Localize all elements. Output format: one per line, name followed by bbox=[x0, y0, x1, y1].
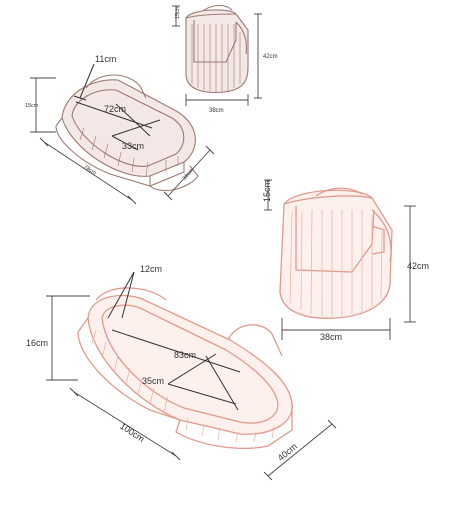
large-bag-depth-label: 15cm bbox=[262, 180, 272, 202]
large-bed-inner-width-label: 35cm bbox=[142, 376, 164, 386]
large-bed-length-label: 100cm bbox=[118, 421, 146, 444]
large-bed-height-label: 16cm bbox=[26, 338, 48, 348]
large-bag-dimension-lines bbox=[264, 179, 416, 340]
small-bed-depth-label: 11cm bbox=[95, 54, 116, 64]
small-bed-length-label: 78cm bbox=[82, 164, 97, 177]
large-bag-height-label: 42cm bbox=[407, 261, 429, 271]
small-bag-drawing bbox=[185, 4, 249, 94]
large-bed-depth-label: 12cm bbox=[140, 264, 162, 274]
large-bed-inner-length-label: 83cm bbox=[174, 350, 196, 360]
large-bed-drawing bbox=[77, 287, 293, 449]
small-bed-inner-length-label: 72cm bbox=[104, 104, 126, 114]
large-bag-width-label: 38cm bbox=[320, 332, 342, 342]
small-bed-drawing bbox=[55, 74, 199, 191]
small-bag-height-label: 42cm bbox=[263, 54, 278, 60]
small-bag-width-label: 38cm bbox=[209, 108, 224, 114]
small-bed-height-label: 15cm bbox=[25, 103, 39, 109]
small-bed-inner-width-label: 33cm bbox=[122, 141, 144, 151]
small-bed-dimension-lines bbox=[30, 63, 215, 205]
large-bed-dimension-lines bbox=[46, 271, 337, 481]
small-bag-depth-label: 15cm bbox=[175, 5, 181, 19]
large-bag-drawing bbox=[279, 187, 393, 319]
small-bag-dimension-lines bbox=[172, 5, 262, 106]
